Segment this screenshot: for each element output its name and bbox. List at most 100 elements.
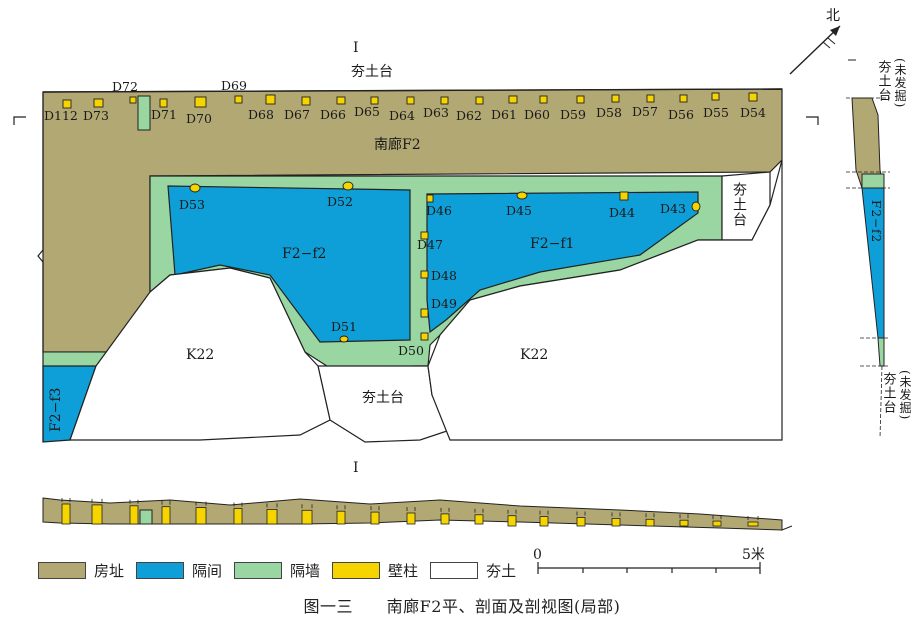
pillar-label-d45: D45 bbox=[506, 203, 532, 218]
section-h-pillar bbox=[195, 507, 207, 525]
legend: 房址隔间隔墙壁柱夯土 bbox=[38, 559, 528, 581]
pillar-d66 bbox=[336, 96, 346, 105]
pillar-label-d63: D63 bbox=[423, 105, 449, 120]
pillar-d46 bbox=[426, 194, 434, 203]
pillar-label-d60: D60 bbox=[524, 107, 550, 122]
section-h-pillar bbox=[611, 518, 621, 527]
section-h-pillar bbox=[266, 508, 278, 525]
section-h-tick bbox=[91, 498, 103, 503]
section-h-pillar bbox=[747, 521, 759, 527]
section-h-pillar bbox=[576, 517, 586, 527]
pillar-label-d55: D55 bbox=[703, 105, 729, 120]
pillar-label-d43: D43 bbox=[660, 201, 686, 216]
pillar-label-d70: D70 bbox=[186, 111, 212, 126]
pillar-d59 bbox=[576, 95, 585, 104]
section-h-pillar bbox=[129, 505, 139, 525]
pillar-d44 bbox=[619, 191, 629, 201]
pillar-label-d64: D64 bbox=[389, 108, 415, 123]
pillar-label-d49: D49 bbox=[431, 296, 457, 311]
section-h-pillar bbox=[61, 503, 71, 525]
pillar-label-d44: D44 bbox=[609, 205, 635, 220]
pillar-d43 bbox=[691, 201, 701, 212]
section-h-pillar bbox=[645, 518, 655, 527]
pillar-d73 bbox=[93, 98, 104, 108]
section-h-pillar bbox=[539, 516, 549, 527]
pillar-label-d52: D52 bbox=[327, 194, 353, 209]
section-h-tick bbox=[645, 513, 655, 518]
pillar-label-d50: D50 bbox=[398, 343, 424, 358]
section-h-tick bbox=[406, 507, 416, 511]
pillar-d52 bbox=[342, 181, 354, 191]
legend-label: 房址 bbox=[94, 561, 125, 580]
pillar-d53 bbox=[189, 183, 201, 193]
pillar-d71 bbox=[159, 98, 168, 108]
pillar-d48 bbox=[420, 270, 429, 279]
section-h-tick bbox=[576, 511, 586, 516]
section-h-pillar bbox=[91, 504, 103, 525]
legend-swatch bbox=[430, 561, 479, 579]
corridor-label: 南廊F2 bbox=[374, 136, 421, 153]
scale-zero-label: 0 bbox=[533, 547, 542, 563]
pillar-d72 bbox=[129, 96, 137, 104]
pillar-label-d53: D53 bbox=[179, 197, 205, 212]
pillar-d70 bbox=[194, 96, 207, 108]
pillar-label-d66: D66 bbox=[320, 107, 346, 122]
legend-item: 壁柱 bbox=[332, 560, 418, 581]
pillar-label-d69: D69 bbox=[221, 78, 247, 93]
rammed-right-vertical-label: 夯土台 bbox=[731, 182, 747, 227]
pillar-label-d59: D59 bbox=[560, 107, 586, 122]
legend-swatch bbox=[136, 561, 185, 579]
figure-caption: 图一三 南廊F2平、剖面及剖视图(局部) bbox=[0, 593, 924, 617]
plan-top-edge bbox=[42, 88, 783, 93]
pit-k22-left-label: K22 bbox=[186, 347, 214, 363]
section-h-pillar bbox=[233, 508, 243, 525]
section-h-tick bbox=[370, 506, 380, 511]
pillar-label-d47: D47 bbox=[417, 237, 443, 252]
section-h-pillar bbox=[336, 510, 346, 525]
legend-label: 隔间 bbox=[192, 561, 223, 580]
scale-bar bbox=[537, 562, 761, 574]
section-h-wall-stub bbox=[139, 509, 153, 525]
section-h-tick bbox=[61, 498, 71, 502]
figure-title: 南廊F2平、剖面及剖视图(局部) bbox=[386, 597, 621, 616]
section-h-edges bbox=[42, 498, 793, 531]
section-h-tick bbox=[336, 505, 346, 510]
pillar-d68 bbox=[265, 94, 276, 105]
pillar-label-d73: D73 bbox=[83, 108, 109, 123]
pillar-d112 bbox=[62, 99, 72, 109]
legend-swatch bbox=[332, 561, 381, 579]
pillar-d65 bbox=[370, 96, 379, 105]
section-v-bottom-label-1: 夯土台 bbox=[881, 372, 897, 414]
legend-item: 隔间 bbox=[136, 560, 222, 581]
legend-item: 房址 bbox=[38, 560, 124, 581]
section-h-pillar bbox=[161, 506, 171, 525]
legend-item: 夯土 bbox=[430, 560, 516, 581]
pillar-label-d65: D65 bbox=[354, 104, 380, 119]
section-h-pillar bbox=[712, 520, 722, 527]
section-h-tick bbox=[611, 512, 621, 517]
section-v-ticks bbox=[846, 97, 890, 439]
section-h-tick bbox=[679, 514, 689, 519]
pit-k22-left bbox=[69, 267, 331, 441]
pillar-d57 bbox=[646, 94, 655, 103]
section-h-pillars bbox=[61, 498, 759, 527]
rammed-right-text: 夯土台 bbox=[731, 182, 747, 227]
pillar-d51 bbox=[339, 335, 349, 343]
room-f2-f1-label: F2−f1 bbox=[530, 236, 574, 252]
pillar-d55 bbox=[711, 92, 720, 101]
pillar-label-d61: D61 bbox=[491, 107, 517, 122]
section-v-top-label-2: (未发掘) bbox=[893, 58, 907, 108]
pillar-label-d56: D56 bbox=[668, 107, 694, 122]
pillar-d58 bbox=[611, 94, 620, 103]
pillar-label-d68: D68 bbox=[248, 107, 274, 122]
pillar-d61 bbox=[508, 95, 518, 104]
section-h-tick bbox=[474, 508, 484, 513]
pit-k22-right bbox=[427, 159, 783, 441]
figure-number: 图一三 bbox=[303, 597, 354, 616]
section-h-tick bbox=[161, 500, 171, 505]
pillar-d64 bbox=[406, 96, 415, 105]
plan-left-edge bbox=[37, 92, 44, 442]
section-h-tick bbox=[440, 507, 450, 512]
